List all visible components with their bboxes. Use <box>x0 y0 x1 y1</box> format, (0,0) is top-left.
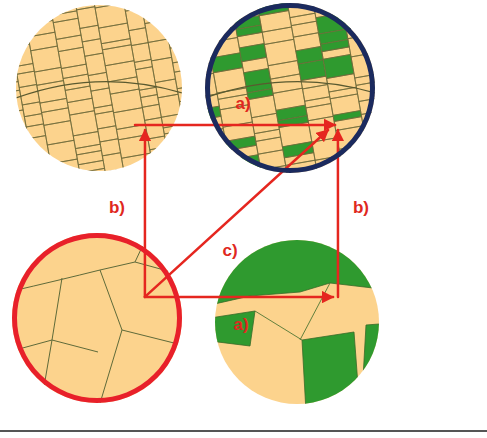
red-arrow <box>145 296 333 299</box>
arrow-label: b) <box>108 199 126 216</box>
red-arrow <box>145 130 328 297</box>
red-arrow <box>135 124 335 127</box>
circle-outline <box>12 233 182 403</box>
arrow-label: a) <box>234 95 251 112</box>
arrow-label: b) <box>352 199 370 216</box>
map-disc <box>16 5 182 171</box>
map-disc <box>205 3 375 173</box>
frame-line <box>0 430 487 432</box>
arrow-label: c) <box>221 242 238 259</box>
field-patches <box>210 235 392 412</box>
map-circle <box>205 3 375 173</box>
arrow-label: a) <box>232 316 249 333</box>
map-circle <box>12 233 182 403</box>
parcel-lines <box>8 230 186 410</box>
red-arrow <box>144 130 147 297</box>
circle-outline <box>16 5 182 171</box>
map-circle <box>16 5 182 171</box>
parcel-lines <box>0 0 242 222</box>
parcel-lines <box>168 0 417 220</box>
circle-outline <box>205 3 375 173</box>
map-disc <box>12 233 182 403</box>
